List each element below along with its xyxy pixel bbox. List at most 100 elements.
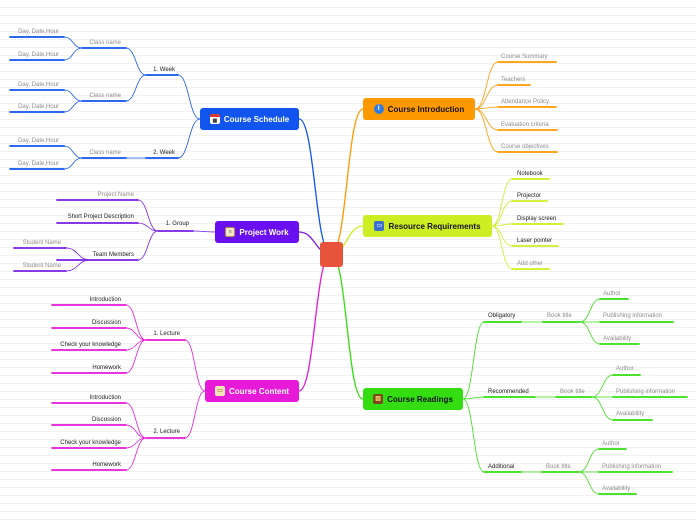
availability-label[interactable]: Availability [616,411,645,417]
additional-label[interactable]: Additional [488,464,515,470]
course-summary-label[interactable]: Course Summary [501,54,548,60]
connector [184,390,206,439]
course-content-topic[interactable]: ▭ Course Content [205,380,299,402]
connector [491,178,513,227]
book-title-label[interactable]: Book title [546,464,571,470]
connector [462,396,485,400]
notebook-label[interactable]: Notebook [517,171,543,177]
folder-icon: ▭ [215,386,225,396]
connector [125,437,147,471]
laser-pointer-label[interactable]: Laser pointer [517,238,553,244]
clipboard-icon: ≡ [225,227,236,237]
day-date-hour-label[interactable]: Day, Date,Hour [18,82,59,88]
course-readings-topic[interactable]: ▥ Course Readings [363,388,463,410]
class-name-label[interactable]: Class name [89,150,121,156]
connector [462,398,485,473]
day-date-hour-label[interactable]: Day, Date,Hour [18,52,59,58]
author-label[interactable]: Author [603,291,621,297]
project-name-label[interactable]: Project Name [97,192,134,198]
homework-label[interactable]: Homework [92,365,121,371]
teachers-label[interactable]: Teachers [501,77,526,83]
group-1-label[interactable]: 1. Group [165,221,189,227]
book-title-label[interactable]: Book title [547,313,572,319]
display-screen-label[interactable]: Display screen [517,216,557,222]
project-work-topic[interactable]: ≡ Project Work [215,221,299,243]
connector [125,424,147,439]
team-members-label[interactable]: Team Members [92,252,134,258]
introduction-label[interactable]: Introduction [89,297,121,303]
day-date-hour-label[interactable]: Day, Date,Hour [18,104,59,110]
day-date-hour-label[interactable]: Day, Date,Hour [18,138,59,144]
week-1-label[interactable]: 1. Week [153,67,175,73]
publishing-information-label[interactable]: Publishing information [616,389,676,395]
connector [177,118,201,159]
week-2-label[interactable]: 2. Week [153,150,175,156]
evaluation-criteria-label[interactable]: Evaluation criteria [501,122,549,128]
info-icon: i [373,104,384,114]
check-your-knowledge-label[interactable]: Check your knowledge [60,342,121,348]
connector [591,374,614,398]
connector [491,223,513,227]
course-schedule-topic[interactable]: ▦ Course Schedule [200,108,299,130]
student-name-label[interactable]: Student Name [22,240,61,246]
connector [65,259,91,272]
connector [330,108,364,255]
connector [184,339,206,392]
connector [578,448,600,473]
connector [474,108,499,131]
publishing-information-label[interactable]: Publishing information [603,313,663,319]
course-content-label: Course Content [229,386,289,396]
connector [298,253,332,392]
connector [137,222,159,232]
short-project-description-label[interactable]: Short Project Description [67,214,134,220]
book-title-label[interactable]: Book title [560,389,585,395]
connector [579,321,601,345]
availability-label[interactable]: Availability [602,486,631,492]
course-introduction-topic[interactable]: i Course Introduction [363,98,475,120]
availability-label[interactable]: Availability [603,336,632,342]
discussion-label[interactable]: Discussion [91,320,121,326]
projector-label[interactable]: Projector [517,193,542,199]
connector [63,157,83,170]
lecture-1-label[interactable]: 1. Lecture [153,331,180,337]
obligatory-label[interactable]: Obligatory [488,313,516,319]
check-your-knowledge-label[interactable]: Check your knowledge [60,440,121,446]
author-label[interactable]: Author [616,366,634,372]
add-other-label[interactable]: Add other [517,261,544,267]
day-date-hour-label[interactable]: Day, Date,Hour [18,161,59,167]
connector [63,100,83,113]
connector [63,145,83,159]
connector [63,89,83,102]
homework-label[interactable]: Homework [92,462,121,468]
course-objectives-label[interactable]: Course objectives [501,144,549,150]
student-name-label[interactable]: Student Name [22,263,61,269]
lecture-2-label[interactable]: 2. Lecture [153,429,180,435]
connector [137,230,159,261]
attendance-policy-label[interactable]: Attendance Policy [501,99,550,105]
calendar-icon: ▦ [209,114,220,124]
connector [125,47,147,76]
connector [63,36,83,49]
class-name-label[interactable]: Class name [89,40,121,46]
connector [125,339,147,374]
connector [474,61,499,110]
publishing-information-label[interactable]: Publishing information [602,464,662,470]
author-label[interactable]: Author [602,441,620,447]
connector [578,471,600,495]
connector [63,47,83,61]
introduction-label[interactable]: Introduction [89,395,121,401]
resource-requirements-topic[interactable]: ▭ Resource Requirements [363,215,492,237]
connector [491,200,513,227]
discussion-label[interactable]: Discussion [91,417,121,423]
connector [125,402,147,439]
connector [177,74,201,120]
connector [125,327,147,341]
central-topic[interactable] [320,242,343,267]
connector [474,84,499,110]
class-name-label[interactable]: Class name [89,93,121,99]
project-work-label: Project Work [239,227,289,237]
course-introduction-label: Course Introduction [387,104,465,114]
recommended-label[interactable]: Recommended [488,389,529,395]
course-schedule-label: Course Schedule [223,114,290,124]
day-date-hour-label[interactable]: Day, Date,Hour [18,29,59,35]
